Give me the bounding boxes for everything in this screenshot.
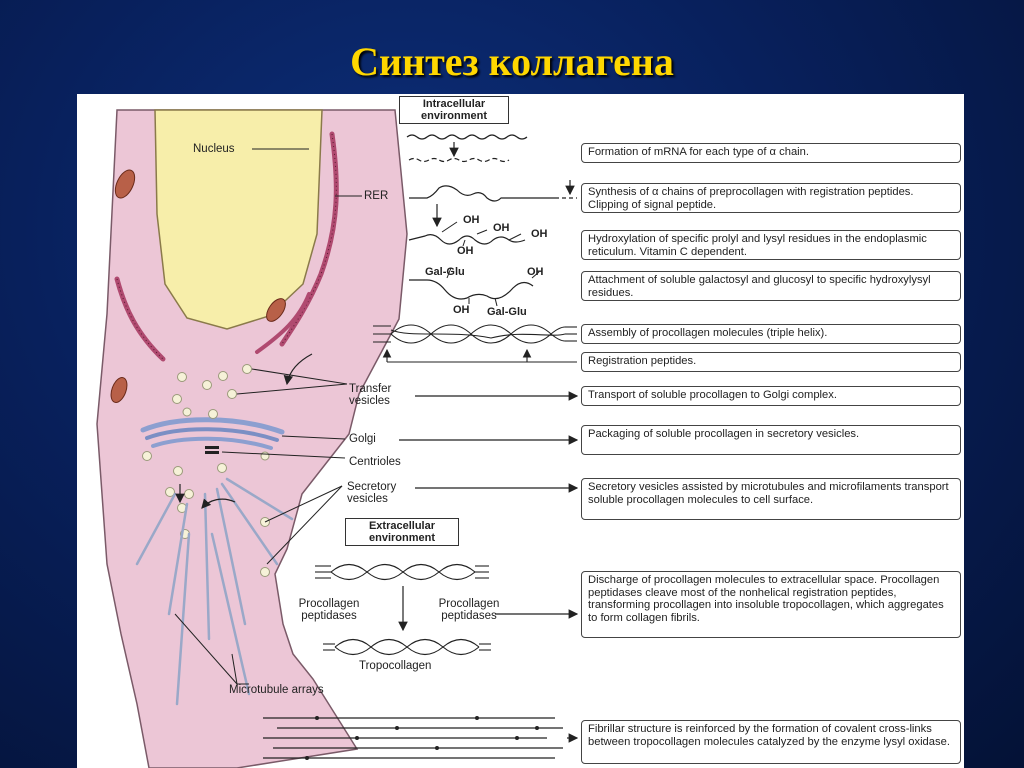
mitochondrion	[110, 377, 128, 403]
glycosylated-chain	[409, 279, 534, 300]
procollagen-peptidases-right-label: Procollagen peptidases	[438, 598, 500, 622]
step-packaging: Packaging of soluble procollagen in secr…	[581, 425, 961, 455]
oh-label: OH	[493, 222, 510, 234]
oh-label: OH	[453, 304, 470, 316]
step-discharge-and-cleavage: Discharge of procollagen molecules to ex…	[581, 571, 961, 638]
collagen-synthesis-figure: Intracellular environment Extracellular …	[77, 94, 964, 768]
gal-glu-label: Gal-Glu	[487, 306, 527, 318]
cell-diagram	[96, 109, 579, 768]
golgi-stack	[145, 427, 279, 442]
tropocollagen-label: Tropocollagen	[359, 660, 432, 672]
mrna-strand	[406, 134, 528, 163]
vesicles	[142, 364, 270, 577]
procollagen-peptidases-left-label: Procollagen peptidases	[298, 598, 360, 622]
step-mrna-formation: Formation of mRNA for each type of α cha…	[581, 143, 961, 163]
nucleus	[154, 109, 323, 330]
rer-strand	[279, 131, 339, 347]
step-triple-helix-assembly: Assembly of procollagen molecules (tripl…	[581, 324, 961, 344]
oh-label: OH	[457, 245, 474, 257]
centriole	[205, 446, 219, 449]
step-golgi-transport: Transport of soluble procollagen to Golg…	[581, 386, 961, 406]
intracellular-env-label: Intracellular environment	[399, 96, 509, 124]
centriole	[205, 451, 219, 454]
oh-label: OH	[463, 214, 480, 226]
nucleus-label: Nucleus	[193, 143, 235, 155]
gal-glu-label: Gal-Glu	[425, 266, 465, 278]
step-chain-synthesis: Synthesis of α chains of preprocollagen …	[581, 183, 961, 213]
extracellular-env-label: Extracellular environment	[345, 518, 459, 546]
microtubules	[135, 477, 294, 706]
transfer-vesicles-label: Transfer vesicles	[349, 383, 392, 407]
hydroxylated-chain	[408, 234, 526, 245]
step-registration-peptides: Registration peptides.	[581, 352, 961, 372]
step-secretory-transport: Secretory vesicles assisted by microtubu…	[581, 478, 961, 520]
mitochondrion	[114, 169, 136, 199]
triple-helix-extracellular	[315, 563, 491, 656]
cross-links	[305, 716, 539, 760]
slide-title: Синтез коллагена	[350, 39, 674, 84]
collagen-fibrils	[263, 717, 563, 759]
rer-strand	[255, 292, 311, 354]
step-glycosylation: Attachment of soluble galactosyl and glu…	[581, 271, 961, 301]
preprocollagen-chain	[409, 185, 555, 202]
centrioles-label: Centrioles	[349, 456, 401, 468]
mitochondrion	[266, 298, 286, 322]
oh-label: OH	[527, 266, 544, 278]
golgi-label: Golgi	[349, 433, 376, 445]
secretory-vesicles-label: Secretory vesicles	[347, 481, 397, 505]
triple-helix-procollagen	[373, 324, 577, 344]
step-hydroxylation: Hydroxylation of specific prolyl and lys…	[581, 230, 961, 260]
step-cross-linking: Fibrillar structure is reinforced by the…	[581, 720, 961, 764]
rer-strand	[114, 276, 166, 362]
oh-label: OH	[531, 228, 548, 240]
rer-label: RER	[364, 190, 389, 202]
golgi-stack	[151, 436, 273, 450]
microtubule-arrays-label: Microtubule arrays	[229, 684, 324, 696]
golgi-stack	[140, 417, 285, 435]
